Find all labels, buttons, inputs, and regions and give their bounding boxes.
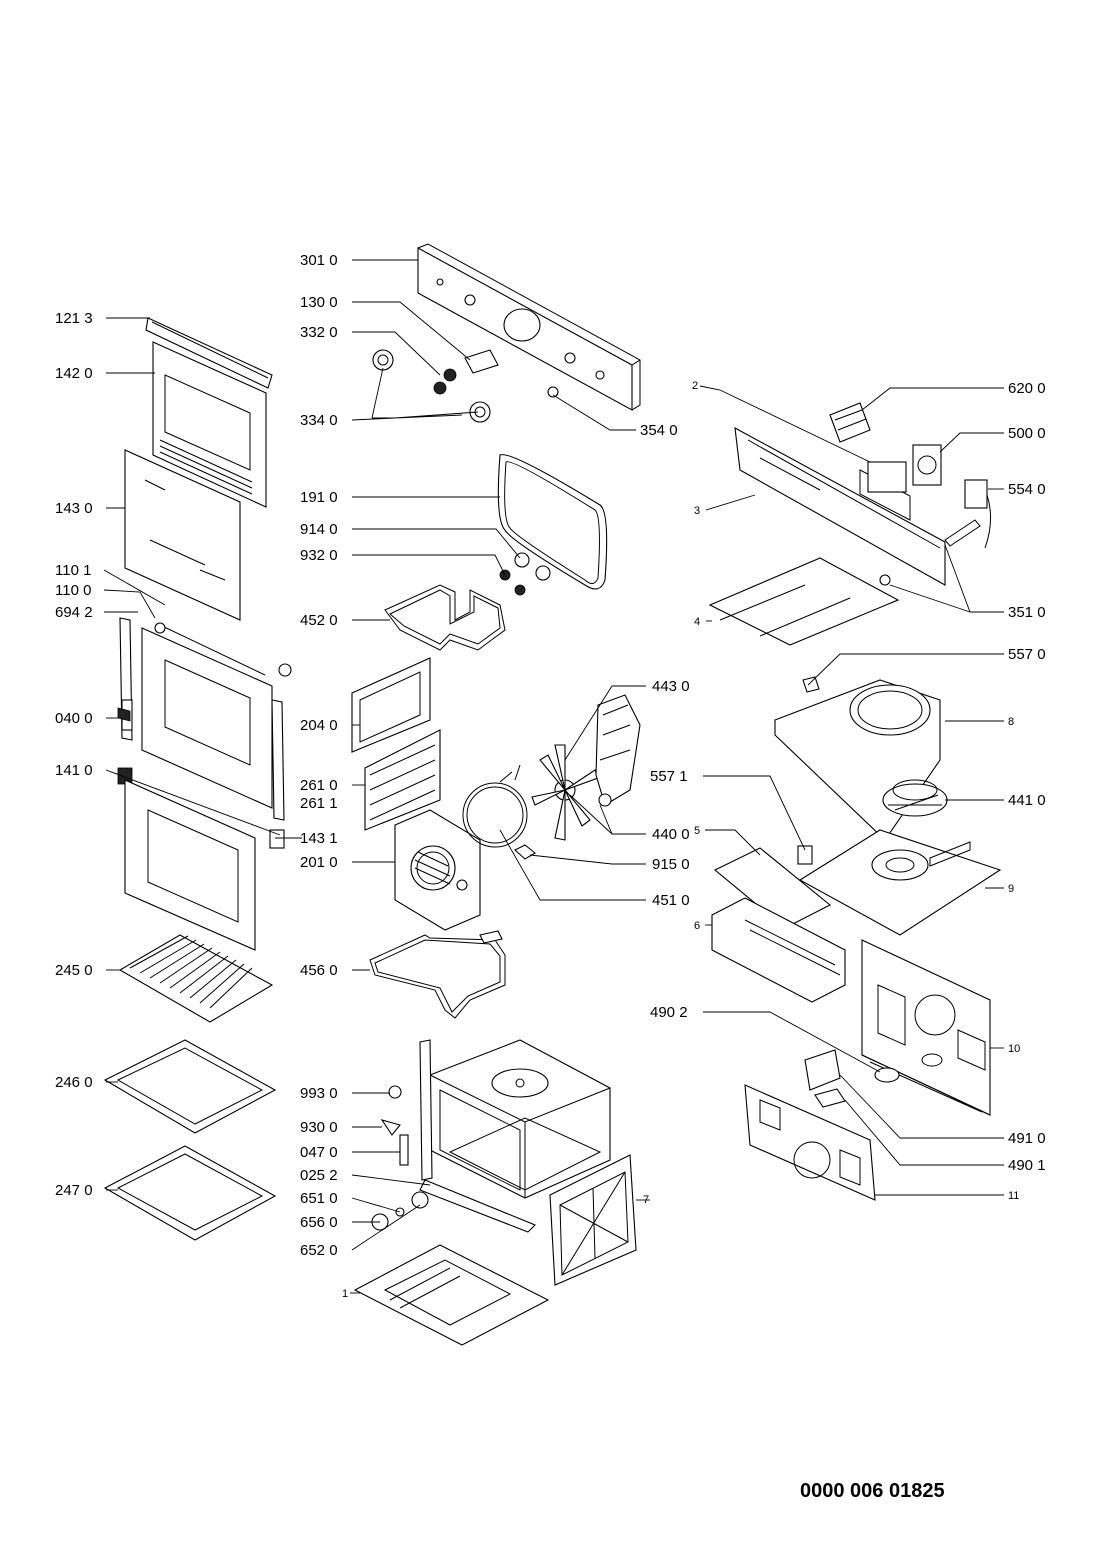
label-351-0: 351 0 xyxy=(1008,604,1046,621)
label-261-1: 261 1 xyxy=(300,795,338,812)
rear-cover-part xyxy=(394,809,481,931)
label-301-0: 301 0 xyxy=(300,252,338,269)
label-191-0: 191 0 xyxy=(300,489,338,506)
label-2: 2 xyxy=(692,380,698,392)
drip-pan-part xyxy=(103,1145,277,1241)
label-142-0: 142 0 xyxy=(55,365,93,382)
cavity-small-parts xyxy=(371,1085,429,1231)
label-110-0: 110 0 xyxy=(55,582,91,599)
label-451-0: 451 0 xyxy=(652,892,690,909)
oven-cavity-part xyxy=(419,1039,611,1233)
thermostat-part xyxy=(944,479,991,549)
label-261-0: 261 0 xyxy=(300,777,338,794)
baking-tray-part xyxy=(103,1039,277,1134)
label-246-0: 246 0 xyxy=(55,1074,93,1091)
leader-lines xyxy=(103,259,1004,1294)
outer-door-panel-part xyxy=(152,341,267,508)
label-110-1: 110 1 xyxy=(55,562,91,579)
circular-element-part xyxy=(462,764,528,848)
bottom-panel-part xyxy=(353,1244,550,1346)
label-4: 4 xyxy=(694,616,700,628)
label-914-0: 914 0 xyxy=(300,521,338,538)
label-651-0: 651 0 xyxy=(300,1190,338,1207)
back-shield-part xyxy=(744,1084,876,1201)
label-491-0: 491 0 xyxy=(1008,1130,1046,1147)
label-247-0: 247 0 xyxy=(55,1182,93,1199)
timer-part xyxy=(829,402,871,443)
label-915-0: 915 0 xyxy=(652,856,690,873)
label-025-2: 025 2 xyxy=(300,1167,338,1184)
label-334-0: 334 0 xyxy=(300,412,338,429)
document-number: 0000 006 01825 xyxy=(800,1480,945,1502)
lower-element-part xyxy=(369,930,506,1019)
label-441-0: 441 0 xyxy=(1008,792,1046,809)
base-plate-part xyxy=(798,829,1002,936)
label-490-1: 490 1 xyxy=(1008,1157,1046,1174)
side-rails-part xyxy=(351,657,441,831)
control-bracket-part xyxy=(734,427,946,586)
part-labels: 301 0 130 0 332 0 334 0 354 0 121 3 142 … xyxy=(55,252,1046,1300)
label-652-0: 652 0 xyxy=(300,1242,338,1259)
label-204-0: 204 0 xyxy=(300,717,338,734)
wire-rack-part xyxy=(118,934,274,1023)
door-seal-part xyxy=(497,454,608,590)
label-8: 8 xyxy=(1008,716,1014,728)
label-993-0: 993 0 xyxy=(300,1085,338,1102)
label-332-0: 332 0 xyxy=(300,324,338,341)
label-656-0: 656 0 xyxy=(300,1214,338,1231)
label-121-3: 121 3 xyxy=(55,310,93,327)
door-inner-glass-part xyxy=(124,779,256,951)
label-130-0: 130 0 xyxy=(300,294,338,311)
label-694-2: 694 2 xyxy=(55,604,93,621)
label-932-0: 932 0 xyxy=(300,547,338,564)
label-040-0: 040 0 xyxy=(55,710,93,727)
label-201-0: 201 0 xyxy=(300,854,338,871)
label-354-0: 354 0 xyxy=(640,422,678,439)
front-frame-part xyxy=(549,1154,637,1286)
label-141-0: 141 0 xyxy=(55,762,93,779)
switch-part xyxy=(912,444,942,486)
label-490-2: 490 2 xyxy=(650,1004,688,1021)
label-3: 3 xyxy=(694,505,700,517)
label-930-0: 930 0 xyxy=(300,1119,338,1136)
label-5: 5 xyxy=(694,825,700,837)
fan-blade-part xyxy=(514,744,599,860)
label-440-0: 440 0 xyxy=(652,826,690,843)
top-cover-part xyxy=(708,557,900,646)
rear-panel-part xyxy=(861,939,991,1116)
label-143-0: 143 0 xyxy=(55,500,93,517)
label-11: 11 xyxy=(1008,1190,1019,1202)
label-047-0: 047 0 xyxy=(300,1144,338,1161)
label-443-0: 443 0 xyxy=(652,678,690,695)
label-554-0: 554 0 xyxy=(1008,481,1046,498)
label-9: 9 xyxy=(1008,883,1014,895)
ducting-part xyxy=(711,845,846,1003)
door-handle-part xyxy=(145,317,273,389)
label-245-0: 245 0 xyxy=(55,962,93,979)
terminal-block-part xyxy=(804,1049,900,1108)
inner-door-frame-part xyxy=(117,617,285,821)
label-500-0: 500 0 xyxy=(1008,425,1046,442)
label-143-1: 143 1 xyxy=(300,830,338,847)
label-6: 6 xyxy=(694,920,700,932)
door-glass-part xyxy=(124,449,241,621)
label-456-0: 456 0 xyxy=(300,962,338,979)
control-panel-part xyxy=(417,243,641,411)
door-hinges-part xyxy=(117,622,292,849)
label-620-0: 620 0 xyxy=(1008,380,1046,397)
label-7: 7 xyxy=(643,1194,649,1206)
grill-element-part xyxy=(384,552,551,651)
label-557-1: 557 1 xyxy=(650,768,688,785)
label-557-0: 557 0 xyxy=(1008,646,1046,663)
label-1: 1 xyxy=(342,1288,348,1300)
label-452-0: 452 0 xyxy=(300,612,338,629)
fan-motor-part xyxy=(595,694,641,807)
label-10: 10 xyxy=(1008,1043,1020,1055)
control-knobs-part xyxy=(372,349,559,423)
